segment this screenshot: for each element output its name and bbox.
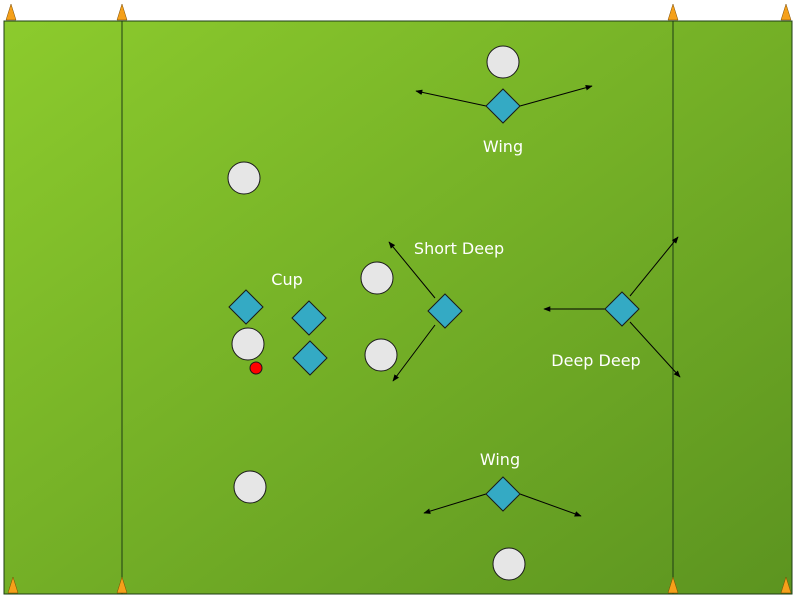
field-cones xyxy=(5,3,792,594)
label-wing-top: Wing xyxy=(483,137,523,156)
defense-wing-top xyxy=(485,88,521,124)
arrow-wing-top-right xyxy=(519,84,593,107)
cone-bottom-left xyxy=(7,576,19,594)
arrow-short-deep-up xyxy=(388,241,436,299)
defense-cup-right-lower xyxy=(292,340,328,376)
label-wing-bottom: Wing xyxy=(480,450,520,469)
offense-player-left-lower xyxy=(233,470,267,504)
defense-cup-left xyxy=(228,289,264,325)
offense-player-mid-lower xyxy=(364,338,398,372)
offense-player-top-wing xyxy=(486,45,520,79)
label-deep-deep: Deep Deep xyxy=(551,351,640,370)
arrow-deep-deep-down xyxy=(629,321,681,378)
position-labels: Wing Short Deep Cup Deep Deep Wing xyxy=(271,137,640,469)
label-cup: Cup xyxy=(271,270,302,289)
offense-player-thrower xyxy=(231,327,265,361)
arrow-short-deep-down xyxy=(392,324,436,382)
arrow-deep-deep-up xyxy=(629,236,679,297)
defense-wing-bottom xyxy=(485,476,521,512)
cone-bottom-right xyxy=(780,576,792,594)
label-short-deep: Short Deep xyxy=(414,239,504,258)
defense-cup-right-upper xyxy=(291,300,327,336)
offense-player-mid-upper xyxy=(360,261,394,295)
disc xyxy=(249,361,263,375)
arrow-wing-bottom-right xyxy=(519,493,582,517)
arrow-wing-top-left xyxy=(415,89,487,107)
defense-deep-deep xyxy=(604,291,640,327)
cone-bottom-left-endzone xyxy=(116,576,128,594)
defensive-players xyxy=(228,88,640,512)
playing-field xyxy=(3,20,793,595)
cone-top-right xyxy=(780,3,792,21)
offense-player-left-upper xyxy=(227,161,261,195)
defense-short-deep xyxy=(427,293,463,329)
cone-top-left xyxy=(5,3,17,21)
cone-top-left-endzone xyxy=(116,3,128,21)
arrow-wing-bottom-left xyxy=(423,493,487,514)
cone-bottom-right-endzone xyxy=(667,576,679,594)
offense-player-bottom-wing xyxy=(492,547,526,581)
cone-top-right-endzone xyxy=(667,3,679,21)
offensive-players xyxy=(227,45,526,581)
movement-arrows xyxy=(388,84,681,517)
